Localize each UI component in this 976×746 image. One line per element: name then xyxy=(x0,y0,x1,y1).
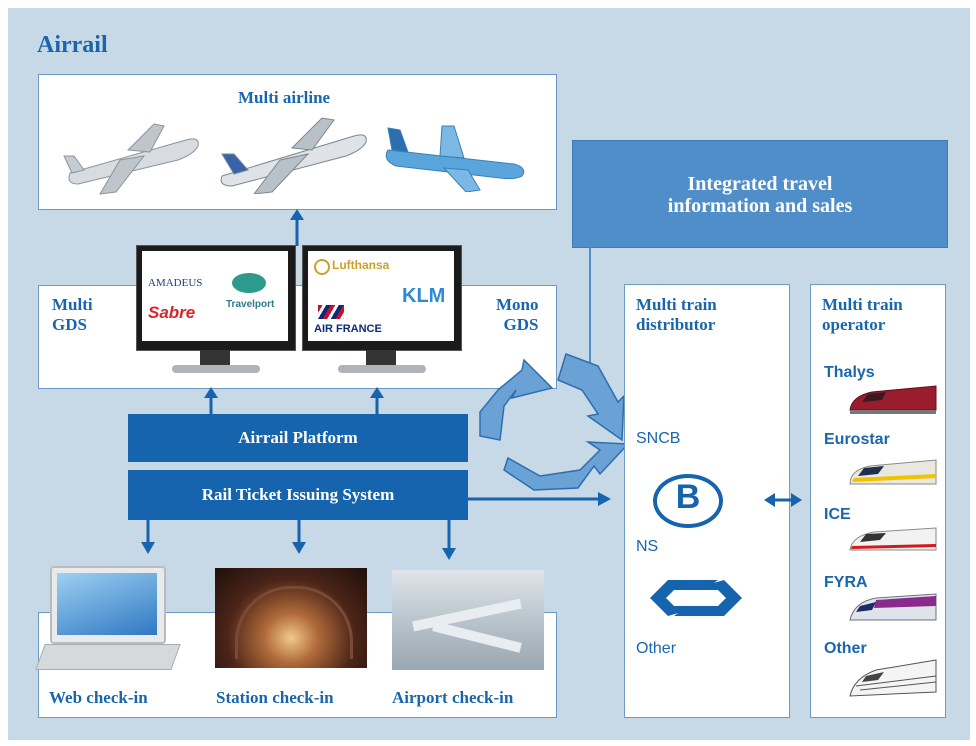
operator-item-fyra: FYRA xyxy=(824,574,868,591)
airplane-icon-1 xyxy=(63,123,199,195)
thalys-train-icon xyxy=(849,385,937,414)
lufthansa-logo: Lufthansa xyxy=(332,258,390,272)
lufthansa-icon xyxy=(314,259,330,275)
airport-photo xyxy=(392,570,544,670)
monitor-multi-gds: AMADEUS Sabre Travelport xyxy=(136,245,296,377)
station-checkin-label: Station check-in xyxy=(216,688,334,707)
distributor-item-ns: NS xyxy=(636,538,659,555)
other-train-icon xyxy=(849,659,937,697)
airrail-platform-bar: Airrail Platform xyxy=(128,414,468,462)
travelport-logo: Travelport xyxy=(226,299,275,310)
rail-ticket-issuing-system-bar: Rail Ticket Issuing System xyxy=(128,470,468,520)
arrow-down-to-airport xyxy=(442,520,456,560)
ns-logo xyxy=(650,580,742,616)
arrow-up-to-gds-2 xyxy=(370,387,384,414)
operator-item-thalys: Thalys xyxy=(824,364,875,381)
integrated-connector-line xyxy=(589,247,591,367)
arrow-up-to-gds-1 xyxy=(204,387,218,414)
cycle-arrows-icon xyxy=(479,353,630,491)
distributor-item-sncb: SNCB xyxy=(636,430,681,447)
integrated-line-2: information and sales xyxy=(667,195,853,217)
klm-logo: KLM xyxy=(402,285,446,307)
sabre-logo: Sabre xyxy=(148,303,196,322)
airplane-icon-2 xyxy=(220,117,367,194)
air-france-logo: AIR FRANCE xyxy=(314,323,382,335)
eurostar-train-icon xyxy=(849,459,937,485)
gds-box xyxy=(38,285,557,389)
integrated-line-1: Integrated travel xyxy=(687,173,833,195)
distributor-item-other: Other xyxy=(636,640,677,657)
travelport-icon xyxy=(232,273,266,293)
amadeus-logo: AMADEUS xyxy=(148,277,203,289)
monitor-mono-gds: Lufthansa KLM AIR FRANCE xyxy=(302,245,462,377)
web-checkin-label: Web check-in xyxy=(49,688,148,707)
operator-item-other: Other xyxy=(824,640,867,657)
arrow-right-to-distributor xyxy=(468,492,611,506)
airline-label: Multi airline xyxy=(238,88,331,107)
fyra-train-icon xyxy=(849,593,937,621)
arrow-down-to-station xyxy=(292,520,306,554)
double-arrow xyxy=(764,493,802,507)
station-photo xyxy=(215,568,367,668)
laptop-icon xyxy=(35,566,181,676)
operator-item-ice: ICE xyxy=(824,506,851,523)
airplane-icon-3 xyxy=(385,125,525,192)
airport-checkin-label: Airport check-in xyxy=(392,688,514,707)
diagram-title: Airrail xyxy=(37,32,108,58)
arrow-up-to-airline xyxy=(290,209,304,246)
operator-box xyxy=(810,284,946,718)
ice-train-icon xyxy=(849,527,937,551)
operator-item-eurostar: Eurostar xyxy=(824,431,890,448)
air-france-stripes-icon xyxy=(318,305,344,319)
integrated-travel-box: Integrated travel information and sales xyxy=(572,140,948,248)
sncb-logo: B xyxy=(653,474,723,528)
arrow-down-to-web xyxy=(141,520,155,554)
